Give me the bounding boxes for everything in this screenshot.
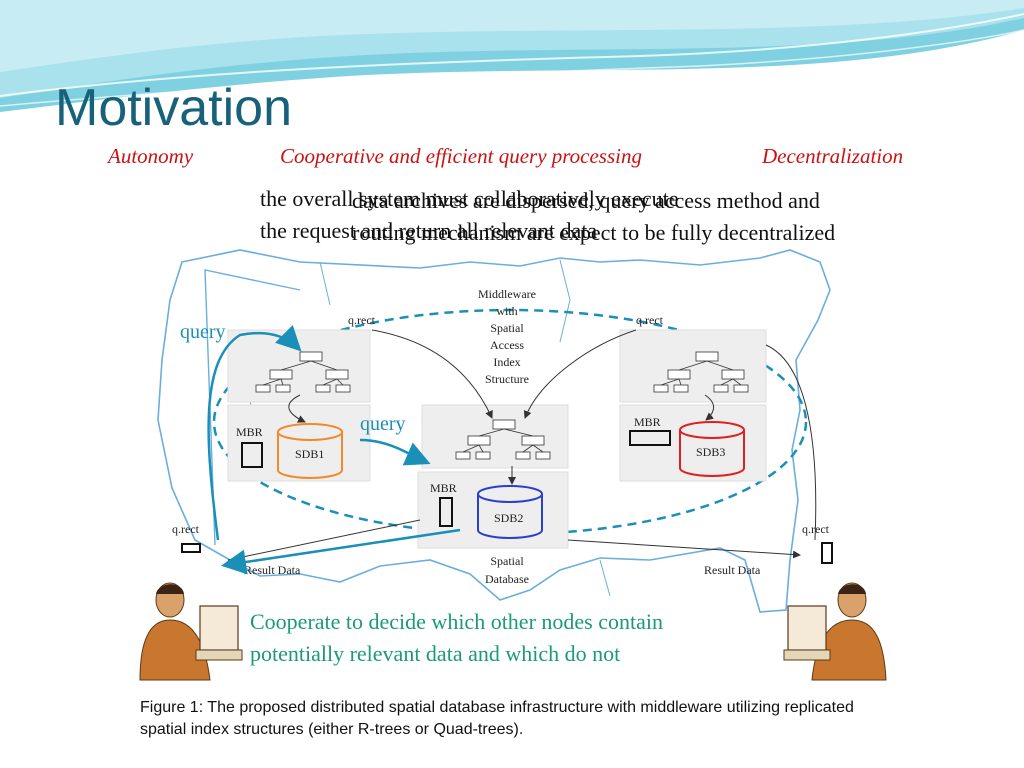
- sdb2-label: SDB2: [494, 511, 523, 525]
- mbr-label-right: MBR: [634, 415, 661, 429]
- svg-text:Index: Index: [493, 355, 520, 369]
- overlap-text-collaborative-line2: the request and return all relevant data: [260, 218, 598, 243]
- keyword-cooperative-query: Cooperative and efficient query processi…: [280, 144, 642, 168]
- user-icon-right: [783, 582, 887, 681]
- database-sdb1: [277, 423, 343, 479]
- cooperation-note: Cooperate to decide which other nodes co…: [250, 606, 663, 670]
- figure-caption: Figure 1: The proposed distributed spati…: [140, 699, 854, 738]
- svg-text:Spatial: Spatial: [490, 554, 524, 568]
- overlap-text-collaborative: the overall system must collaboratively …: [260, 183, 678, 247]
- result-data-right: Result Data: [704, 563, 761, 577]
- svg-text:Spatial: Spatial: [490, 321, 524, 335]
- middleware-label: Middleware with Spatial Access Index Str…: [478, 287, 536, 386]
- qrect-label-left: q.rect: [348, 313, 376, 327]
- overlap-text-decentralized-line1: data archives are dispersed, query acces…: [352, 188, 820, 213]
- overlap-text-collaborative-line1: the overall system must collaboratively …: [260, 186, 679, 211]
- us-map-outline: [157, 249, 831, 613]
- spatial-index-tree-left: [255, 351, 351, 393]
- spatial-database-label: Spatial Database: [485, 554, 529, 586]
- keyword-decentralization: Decentralization: [762, 144, 904, 168]
- mbr-label-left: MBR: [236, 425, 263, 439]
- svg-text:Structure: Structure: [485, 372, 529, 386]
- overlap-text-decentralized: data archives are dispersed, query acces…: [352, 185, 835, 249]
- spatial-index-tree-right: [653, 351, 749, 393]
- overlap-text-decentralized-line2: routing mechanism are expect to be fully…: [352, 220, 836, 245]
- svg-text:Access: Access: [490, 338, 524, 352]
- cooperation-note-line1: Cooperate to decide which other nodes co…: [250, 609, 663, 634]
- header-waves: [0, 0, 1024, 112]
- query-label-middle: query: [360, 413, 406, 435]
- sdb3-label: SDB3: [696, 445, 725, 459]
- spatial-index-tree-middle: [455, 419, 551, 460]
- cooperation-note-line2: potentially relevant data and which do n…: [250, 641, 621, 666]
- svg-text:Database: Database: [485, 572, 529, 586]
- result-data-left: Result Data: [244, 563, 301, 577]
- svg-text:Middleware: Middleware: [478, 287, 536, 301]
- database-sdb2: [477, 485, 543, 539]
- database-sdb3: [679, 421, 745, 477]
- user-icon-left: [139, 582, 243, 681]
- svg-text:with: with: [496, 304, 517, 318]
- mbr-label-middle: MBR: [430, 481, 457, 495]
- sdb1-label: SDB1: [295, 447, 324, 461]
- slide-title: Motivation: [55, 79, 292, 137]
- qrect-label-right: q.rect: [636, 313, 664, 327]
- query-label-left: query: [180, 321, 226, 343]
- qrect-label-bottom-left: q.rect: [172, 522, 200, 536]
- keyword-autonomy: Autonomy: [108, 144, 194, 168]
